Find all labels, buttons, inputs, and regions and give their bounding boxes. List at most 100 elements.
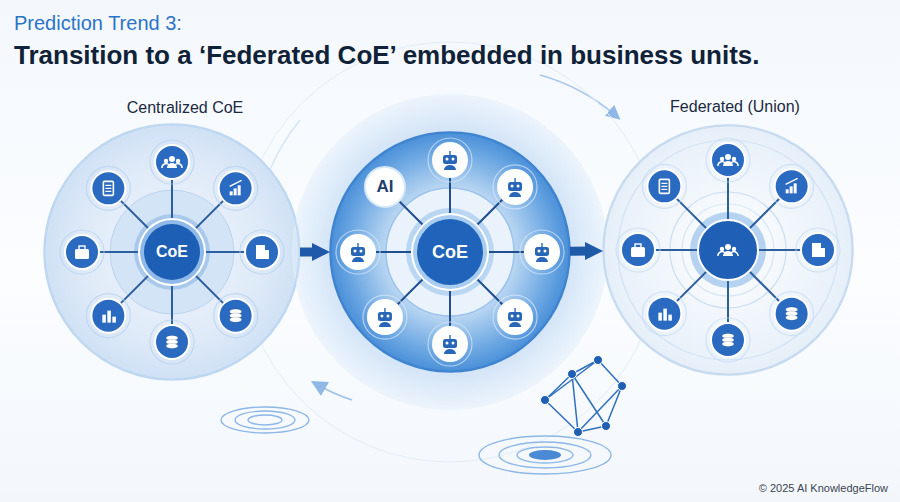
decor-rect (107, 311, 111, 323)
decor-circle (520, 230, 564, 274)
decor-circle (214, 294, 258, 338)
decor-circle (368, 300, 402, 334)
decor-circle (336, 230, 380, 274)
decor-line (449, 335, 450, 339)
decor-circle (602, 422, 611, 431)
decor-circle (725, 154, 731, 160)
decor-circle (341, 235, 375, 269)
decor-rect (103, 181, 113, 195)
decor-circle (360, 250, 363, 253)
transition-arrow (300, 248, 318, 257)
decor-path (509, 192, 521, 197)
decor-polyline (786, 178, 798, 184)
decor-rect (635, 244, 641, 248)
decor-path (444, 349, 456, 354)
decor-line (661, 189, 667, 190)
group-heading: Federated (Union) (610, 98, 860, 116)
decor-rect (238, 185, 241, 195)
decor-circle (433, 327, 467, 361)
decor-circle (240, 230, 284, 274)
decor-circle (525, 235, 559, 269)
decor-circle (498, 300, 532, 334)
decor-rect (265, 250, 269, 259)
decor-circle (452, 158, 455, 161)
decor-path (318, 385, 352, 400)
federated-circle: Federated (Union) (603, 125, 853, 375)
decor-circle (91, 299, 125, 333)
decor-circle (796, 228, 840, 272)
decor-ellipse (230, 317, 242, 322)
decor-circle (386, 315, 389, 318)
decor-path (536, 257, 548, 262)
decor-rect (821, 248, 825, 257)
decor-circle (169, 156, 175, 162)
decor-circle (433, 143, 467, 177)
decor-circle (603, 125, 853, 375)
decor-circle (176, 159, 180, 163)
decor-circle (164, 159, 168, 163)
decor-ellipse (786, 315, 798, 320)
decor-rect (535, 247, 549, 256)
decor-g (545, 360, 622, 432)
decor-rect (786, 189, 789, 193)
decor-ellipse (722, 341, 734, 346)
decor-line (578, 386, 622, 432)
ai-coe-circle: AICoE (330, 132, 570, 372)
decor-circle (428, 322, 472, 366)
decor-circle (642, 164, 686, 208)
decor-circle (541, 396, 550, 405)
decor-circle (594, 356, 603, 365)
subtitle: Prediction Trend 3: (14, 12, 182, 35)
decor-rect (659, 179, 669, 193)
decor-circle (770, 292, 814, 336)
decor-circle (214, 166, 258, 210)
decor-rect (234, 188, 237, 195)
decor-circle (354, 250, 357, 253)
coe-hub: CoE (144, 224, 200, 280)
decor-line (661, 183, 667, 184)
decor-circle (698, 220, 758, 280)
decor-line (598, 360, 622, 386)
decor-line (514, 308, 515, 312)
decor-circle (517, 184, 520, 187)
decor-circle (511, 315, 514, 318)
decor-circle (720, 247, 724, 251)
decor-ellipse (517, 447, 573, 463)
decor-circle (330, 132, 570, 372)
decor-path (718, 252, 738, 256)
decor-circle (770, 164, 814, 208)
decor-polyline (230, 180, 242, 186)
decor-ellipse (235, 411, 295, 429)
centralized-circle: Centralized CoECoE (44, 124, 300, 380)
decor-circle (568, 370, 577, 379)
decor-rect (790, 186, 793, 193)
decor-ellipse (248, 415, 282, 425)
decor-circle (642, 292, 686, 336)
decor-line (449, 151, 450, 155)
decor-line (661, 186, 667, 187)
decor-rect (112, 317, 116, 323)
circle-outline (603, 125, 853, 375)
hub-label: CoE (156, 243, 188, 261)
decor-circle (65, 235, 99, 269)
decor-rect (668, 315, 672, 321)
decor-rect (443, 155, 457, 164)
decor-g (221, 407, 611, 474)
decor-circle (452, 342, 455, 345)
copyright-note: © 2025 AI KnowledgeFlow (759, 482, 888, 494)
decor-circle (365, 167, 405, 207)
decor-line (105, 185, 111, 186)
decor-rect (812, 243, 821, 257)
decor-line (514, 178, 515, 182)
decor-circle (711, 143, 745, 177)
decor-rect (351, 247, 365, 256)
decor-circle (380, 315, 383, 318)
decor-rect (794, 183, 797, 193)
decor-path (718, 162, 738, 166)
decor-circle (240, 42, 660, 462)
decor-line (545, 400, 578, 432)
decor-line (105, 191, 111, 192)
decor-rect (508, 182, 522, 191)
decor-ellipse (529, 450, 561, 460)
decor-path (379, 322, 391, 327)
